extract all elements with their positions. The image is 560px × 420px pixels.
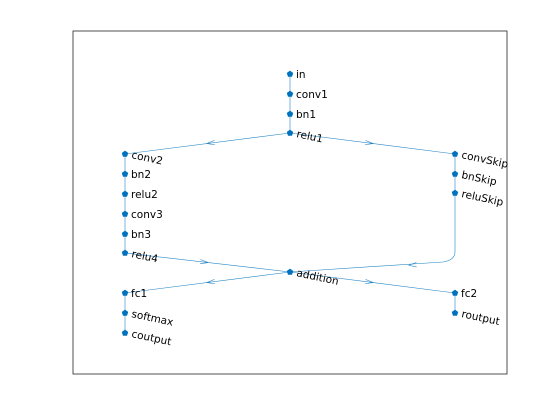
arrow-relu1-conv2 (206, 140, 216, 146)
node-label-relu4: relu4 (130, 248, 159, 265)
node-conv1[interactable] (286, 90, 294, 97)
node-bn3[interactable] (121, 230, 129, 237)
node-softmax[interactable] (121, 309, 129, 316)
node-relu2[interactable] (121, 190, 129, 197)
node-label-conv1: conv1 (296, 89, 328, 101)
arrow-addition-fc1 (206, 279, 216, 285)
node-relu4[interactable] (121, 249, 129, 256)
node-bn2[interactable] (121, 170, 129, 177)
arrow-relu1-convSkip (364, 140, 374, 146)
node-fc2[interactable] (451, 289, 459, 296)
arrow-relu4-addition (199, 259, 209, 265)
node-label-bn3: bn3 (131, 229, 151, 241)
node-bnSkip[interactable] (451, 170, 459, 177)
node-label-bn1: bn1 (296, 109, 316, 121)
arrow-reluSkip-addition (408, 262, 417, 268)
edge-reluSkip-addition (289, 193, 456, 273)
node-reluSkip[interactable] (451, 189, 459, 196)
node-label-fc1: fc1 (131, 288, 147, 300)
node-in[interactable] (286, 70, 294, 77)
node-bn1[interactable] (286, 110, 294, 117)
node-convSkip[interactable] (451, 150, 459, 157)
node-label-bn2: bn2 (131, 169, 151, 181)
node-label-in: in (296, 69, 306, 81)
node-label-relu1: relu1 (295, 128, 324, 145)
node-fc1[interactable] (121, 289, 129, 296)
node-label-fc2: fc2 (461, 288, 477, 300)
node-conv2[interactable] (121, 150, 129, 157)
node-conv3[interactable] (121, 210, 129, 217)
node-label-relu2: relu2 (131, 189, 158, 201)
arrow-addition-fc2 (364, 279, 374, 285)
nodes-layer (121, 70, 459, 336)
node-coutput[interactable] (121, 329, 129, 336)
node-label-conv3: conv3 (131, 209, 163, 221)
node-addition[interactable] (286, 268, 294, 275)
node-routput[interactable] (451, 309, 459, 316)
node-relu1[interactable] (286, 129, 294, 136)
